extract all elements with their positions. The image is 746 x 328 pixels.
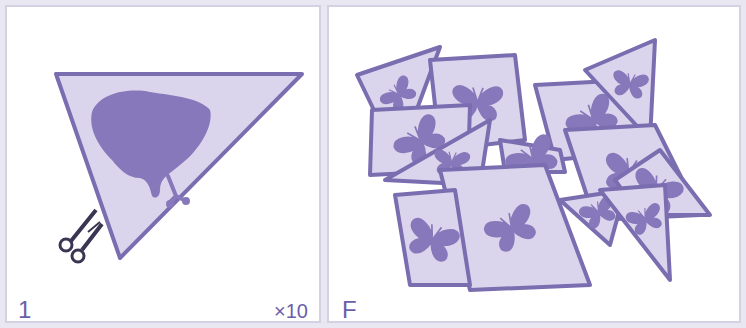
butterfly-silhouette [625, 202, 666, 236]
butterfly-silhouette [611, 70, 649, 99]
scissors-symbol [60, 210, 102, 262]
shuffled-triangles [357, 40, 710, 290]
panel-label: 1 [18, 298, 31, 322]
panel-label: F [342, 298, 357, 322]
panel-label: ×10 [274, 301, 308, 321]
butterfly-silhouette [403, 217, 460, 264]
butterfly-silhouette [483, 203, 542, 256]
cut-triangle [56, 74, 302, 258]
triangle-piece [395, 190, 470, 285]
triangle-piece [600, 185, 670, 280]
panel [6, 6, 320, 322]
panel [328, 6, 740, 322]
